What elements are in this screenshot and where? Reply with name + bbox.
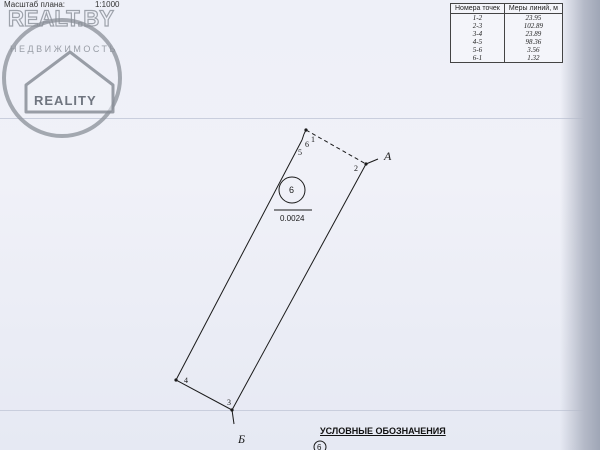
point-label-1: 1 [311,135,315,144]
direction-line-b [231,409,235,425]
boundary-line-4-5 [175,139,303,381]
watermark-circle-icon [2,18,122,138]
parcel-number: 6 [289,185,294,195]
watermark-tagline: НЕДВИЖИМОСТЬ [10,44,118,54]
watermark-house-text: REALITY [34,93,97,108]
watermark-house-icon [24,50,115,114]
parcel-area: 0.0024 [280,214,305,223]
legend-marker: 6 [317,443,322,450]
realt-watermark-logo: REALT.BY НЕДВИЖИМОСТЬ REALITY [2,5,122,138]
paper-fold [0,410,600,411]
point-marker [174,378,178,382]
direction-label-a: А [383,149,392,163]
parcel-number-circle [278,176,306,204]
direction-line-a [365,158,379,165]
boundary-line-2-3 [231,163,367,411]
point-label-6: 6 [305,140,309,149]
scale-value: 1:1000 [95,0,120,9]
paper-fold [0,118,600,119]
point-marker [364,162,368,166]
point-label-2: 2 [354,164,358,173]
point-label-5: 5 [298,148,302,157]
point-label-4: 4 [184,376,188,385]
legend-title: УСЛОВНЫЕ ОБОЗНАЧЕНИЯ [320,426,446,436]
direction-label-b: Б [237,432,245,446]
boundary-line-3-4 [175,379,233,411]
paper-edge-shadow [560,0,600,450]
boundary-line-1-2 [305,129,367,165]
watermark-brand: REALT.BY [8,6,114,31]
point-marker [304,128,308,132]
boundary-line-5-6 [301,133,305,141]
point-label-3: 3 [227,398,231,407]
legend-marker-circle [313,440,327,450]
table-header: Меры линий, м [503,3,563,14]
point-marker [230,408,234,412]
scale-label: Масштаб плана: [4,0,65,9]
